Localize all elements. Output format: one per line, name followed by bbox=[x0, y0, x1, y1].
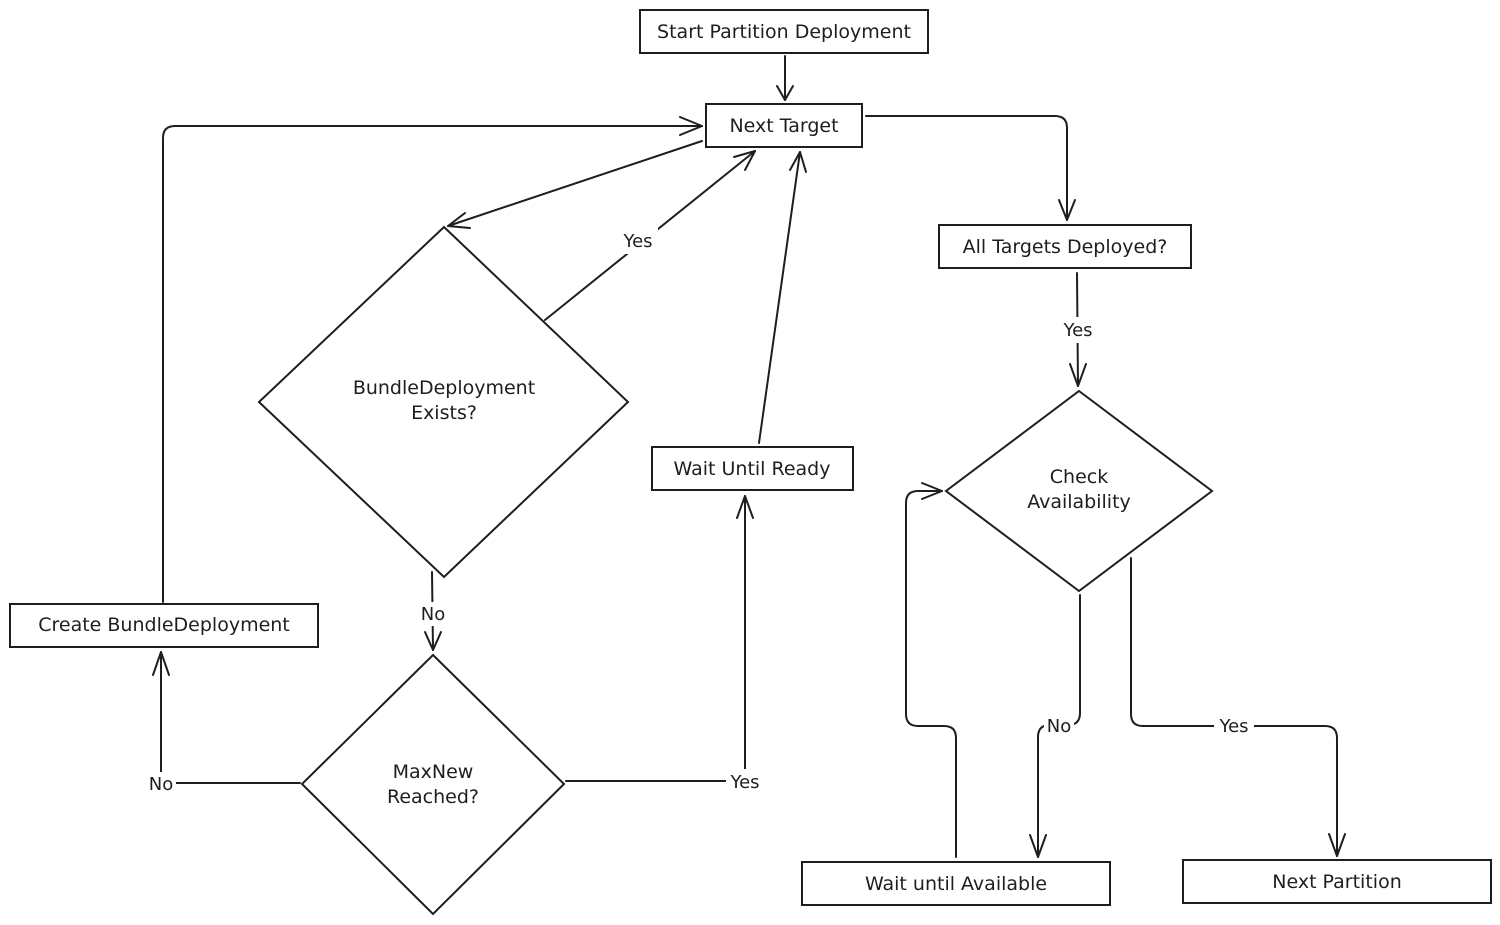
node-check-availability: Check Availability bbox=[944, 389, 1214, 593]
edge-check-avail-yes: Yes bbox=[1130, 557, 1346, 857]
edge-wait-ready-to-next-target bbox=[758, 151, 807, 444]
edge-start-to-next-target bbox=[776, 55, 794, 101]
node-bundle-deployment-exists: BundleDeployment Exists? bbox=[257, 225, 630, 579]
edge-label-all-yes: Yes bbox=[1062, 320, 1092, 341]
check-avail-label-line1: Check bbox=[1050, 466, 1108, 488]
next-partition-label: Next Partition bbox=[1272, 871, 1401, 893]
node-all-targets-deployed: All Targets Deployed? bbox=[938, 224, 1192, 269]
edge-next-target-to-all-deployed bbox=[865, 115, 1076, 221]
edge-all-deployed-yes: Yes bbox=[1058, 272, 1098, 387]
node-create-bundle-deployment: Create BundleDeployment bbox=[9, 603, 319, 648]
maxnew-label-line2: Reached? bbox=[387, 786, 479, 808]
edge-maxnew-yes: Yes bbox=[565, 495, 764, 793]
edge-label-avail-yes: Yes bbox=[1218, 716, 1248, 737]
edge-label-avail-no: No bbox=[1047, 716, 1071, 737]
edge-check-avail-no: No bbox=[1029, 594, 1081, 858]
node-maxnew-reached: MaxNew Reached? bbox=[300, 653, 566, 916]
node-wait-until-ready: Wait Until Ready bbox=[651, 446, 854, 491]
all-deployed-label: All Targets Deployed? bbox=[963, 236, 1168, 258]
edge-next-target-to-bundle-exists bbox=[447, 140, 703, 229]
wait-ready-label: Wait Until Ready bbox=[674, 458, 831, 480]
edge-bundle-exists-yes: Yes bbox=[544, 150, 756, 321]
check-avail-label-line2: Availability bbox=[1027, 491, 1131, 513]
edge-maxnew-no: No bbox=[146, 651, 301, 796]
edge-label-maxnew-yes: Yes bbox=[729, 772, 759, 793]
edge-wait-available-to-check bbox=[905, 482, 957, 858]
edge-label-maxnew-no: No bbox=[149, 774, 173, 795]
start-label: Start Partition Deployment bbox=[657, 21, 911, 43]
node-wait-until-available: Wait until Available bbox=[801, 861, 1111, 906]
node-next-partition: Next Partition bbox=[1182, 859, 1492, 904]
bundle-exists-label-line1: BundleDeployment bbox=[353, 377, 535, 399]
wait-available-label: Wait until Available bbox=[865, 873, 1047, 895]
bundle-exists-label-line2: Exists? bbox=[411, 402, 477, 424]
maxnew-label-line1: MaxNew bbox=[393, 761, 474, 783]
edge-create-to-next-target bbox=[162, 116, 703, 603]
edge-label-exists-yes: Yes bbox=[622, 231, 652, 252]
next-target-label: Next Target bbox=[729, 115, 838, 137]
edge-bundle-exists-no: No bbox=[418, 571, 448, 651]
create-bd-label: Create BundleDeployment bbox=[38, 614, 290, 636]
edge-label-exists-no: No bbox=[421, 604, 445, 625]
node-next-target: Next Target bbox=[705, 103, 863, 148]
node-start-partition-deployment: Start Partition Deployment bbox=[639, 9, 929, 54]
